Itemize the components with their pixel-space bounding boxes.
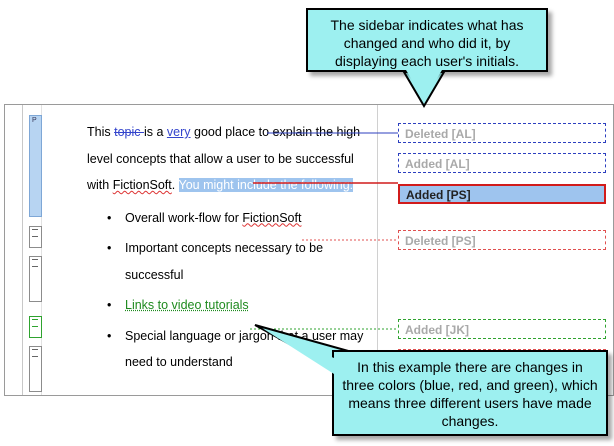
list-marker-icon — [32, 259, 38, 267]
balloon-added-al[interactable]: Added [AL] — [398, 153, 606, 173]
change-gutter: P — [5, 105, 63, 395]
list-marker-icon — [32, 319, 38, 327]
change-bar-bullet-4[interactable] — [29, 346, 42, 392]
text-run: . — [171, 178, 179, 192]
paragraph: This topic is a very good place to expla… — [87, 119, 367, 199]
deleted-text-red: FictionSoft — [242, 210, 302, 225]
inserted-text-red-selected: You might include the following: — [178, 178, 354, 192]
gutter-divider-secondary — [41, 105, 42, 395]
deleted-text-blue: topic — [114, 125, 144, 139]
gutter-marker-label: P — [32, 117, 37, 124]
text-run: good place to explain the high level con… — [87, 125, 361, 192]
list-item: Overall work-flow for FictionSoft — [87, 205, 367, 232]
list-item: Important concepts necessary to be succe… — [87, 235, 367, 288]
change-bar-paragraph[interactable]: P — [29, 115, 42, 217]
callout-sidebar-explanation: The sidebar indicates what has changed a… — [306, 8, 548, 72]
change-bar-bullet-1[interactable] — [29, 226, 42, 248]
callout-colors-explanation: In this example there are changes in thr… — [332, 350, 608, 436]
gutter-divider — [22, 105, 23, 395]
text-run: Important concepts necessary to be succe… — [125, 241, 324, 282]
list-marker-icon — [32, 229, 38, 237]
text-run: This — [87, 125, 115, 139]
inserted-text-green: Links to video tutorials — [125, 298, 249, 312]
balloon-area-divider — [377, 105, 378, 395]
text-run: is a — [143, 125, 167, 139]
list-item: Links to video tutorials — [87, 292, 367, 319]
list-marker-icon — [32, 349, 38, 357]
callout-top-pointer — [402, 71, 446, 108]
balloon-deleted-ps[interactable]: Deleted [PS] — [398, 230, 606, 250]
change-bar-bullet-3[interactable] — [29, 316, 42, 338]
product-name: FictionSoft — [112, 178, 172, 192]
inserted-text-blue: very — [166, 125, 191, 139]
balloon-added-jk[interactable]: Added [JK] — [398, 319, 606, 339]
change-bar-bullet-2[interactable] — [29, 256, 42, 302]
balloon-added-ps[interactable]: Added [PS] — [398, 184, 606, 204]
text-run: Overall work-flow for — [125, 210, 243, 225]
document-body[interactable]: This topic is a very good place to expla… — [87, 119, 367, 376]
balloon-deleted-al[interactable]: Deleted [AL] — [398, 123, 606, 143]
